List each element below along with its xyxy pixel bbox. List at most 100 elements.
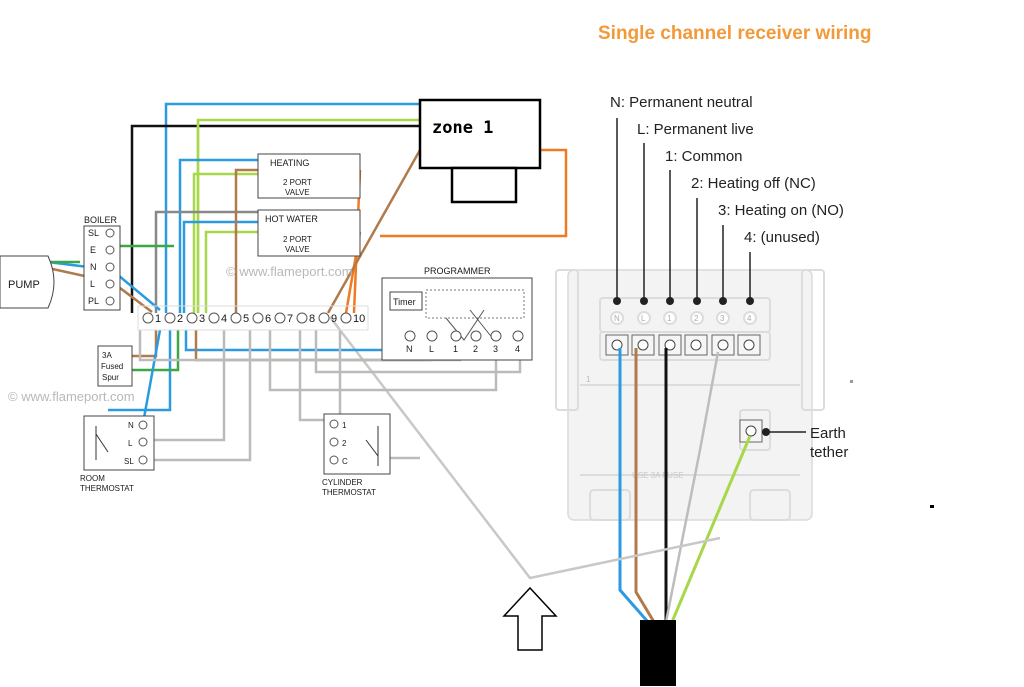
junction-terminal-3: 3 [186, 312, 205, 325]
receiver-label-l: L: Permanent live [637, 121, 754, 138]
pump: PUMP [0, 255, 55, 309]
svg-text:ROOM: ROOM [80, 474, 105, 483]
junction-terminal-6: 6 [252, 312, 271, 325]
programmer-timer: Timer [393, 297, 416, 307]
receiver-side-mark: 1 [586, 375, 591, 384]
svg-text:N: N [614, 314, 620, 323]
heating-valve-line1: 2 PORT [283, 178, 312, 187]
svg-text:3A: 3A [102, 351, 112, 360]
stray-mark-2 [930, 505, 934, 508]
junction-terminal-8: 8 [296, 312, 315, 325]
receiver-cable [618, 348, 752, 686]
receiver-fuse-text: USE 3A FUSE [632, 471, 684, 480]
cable-sheath [640, 620, 676, 686]
svg-text:2: 2 [177, 313, 183, 325]
up-arrow-icon [502, 586, 558, 651]
junction-terminal-10: 10 [340, 312, 365, 325]
svg-text:1: 1 [667, 314, 672, 323]
cylinder-thermostat-terminal-c: C [329, 455, 348, 466]
receiver-label-4: 4: (unused) [744, 229, 820, 246]
svg-text:N: N [90, 262, 97, 272]
svg-text:2: 2 [694, 314, 699, 323]
junction-terminal-9: 9 [318, 312, 337, 325]
svg-text:C: C [342, 457, 348, 466]
svg-text:2: 2 [473, 344, 478, 354]
room-thermostat: N L SL ROOM THERMOSTAT [80, 415, 155, 493]
receiver-label-3: 3: Heating on (NO) [718, 202, 844, 219]
receiver-mark-2: 2 [690, 311, 704, 325]
svg-text:N: N [128, 421, 134, 430]
zone-1-box: zone 1 [418, 98, 542, 204]
receiver-mark-3: 3 [716, 311, 730, 325]
junction-terminal-1: 1 [142, 312, 161, 325]
svg-text:3: 3 [720, 314, 725, 323]
room-thermostat-terminal-l: L [128, 437, 148, 448]
hot-water-valve: HOT WATER 2 PORT VALVE [257, 209, 361, 257]
svg-text:L: L [641, 314, 646, 323]
svg-text:1: 1 [342, 421, 347, 430]
heating-valve-line2: VALVE [285, 188, 310, 197]
watermark-1: © www.flameport.com [226, 264, 353, 279]
receiver-mark-1: 1 [663, 311, 677, 325]
switched-live-wire [329, 316, 721, 580]
receiver-mark-4: 4 [743, 311, 757, 325]
receiver-label-n: N: Permanent neutral [610, 94, 753, 111]
svg-text:THERMOSTAT: THERMOSTAT [80, 484, 134, 493]
svg-text:6: 6 [265, 313, 271, 325]
svg-text:1: 1 [453, 344, 458, 354]
receiver-screw-terminals [605, 334, 763, 443]
svg-text:4: 4 [515, 344, 520, 354]
programmer-terminal-l: L [426, 330, 438, 354]
cylinder-thermostat-terminal-1: 1 [329, 419, 347, 430]
zone-1-label: zone 1 [432, 118, 493, 138]
svg-text:SL: SL [88, 228, 99, 238]
diagram-title: Single channel receiver wiring [598, 23, 872, 44]
heating-valve-title: HEATING [270, 158, 309, 168]
fused-spur: 3A Fused Spur [97, 345, 133, 387]
svg-text:4: 4 [221, 313, 227, 325]
svg-text:7: 7 [287, 313, 293, 325]
programmer-terminal-3: 3 [490, 330, 502, 354]
svg-text:SL: SL [124, 457, 134, 466]
junction-terminal-7: 7 [274, 312, 293, 325]
junction-terminal-5: 5 [230, 312, 249, 325]
receiver-mark-n: N [610, 311, 624, 325]
svg-text:1: 1 [155, 313, 161, 325]
svg-text:N: N [406, 344, 413, 354]
receiver-label-2: 2: Heating off (NC) [691, 175, 816, 192]
svg-text:3: 3 [199, 313, 205, 325]
programmer-heading: PROGRAMMER [424, 266, 491, 276]
cylinder-thermostat: 1 2 C CYLINDER THERMOSTAT [322, 413, 391, 497]
svg-text:2: 2 [342, 439, 347, 448]
programmer-terminal-4: 4 [512, 330, 524, 354]
receiver-backplate: USE 3A FUSE 1 [555, 269, 825, 521]
junction-box: 1 2 3 4 5 6 7 8 9 10 [137, 305, 369, 331]
room-thermostat-terminal-sl: SL [124, 455, 148, 466]
receiver-terminal-marks: N L 1 2 3 4 [610, 311, 757, 325]
svg-text:CYLINDER: CYLINDER [322, 478, 363, 487]
svg-text:Fused: Fused [101, 362, 123, 371]
receiver-mark-l: L [637, 311, 651, 325]
hot-water-valve-line1: 2 PORT [283, 235, 312, 244]
svg-text:E: E [90, 245, 96, 255]
heating-valve: HEATING 2 PORT VALVE [257, 153, 361, 199]
hot-water-valve-title: HOT WATER [265, 214, 318, 224]
svg-text:3: 3 [493, 344, 498, 354]
boiler: BOILER SL E N L PL [83, 215, 121, 311]
receiver-callout-lines [616, 118, 806, 433]
watermark-2: © www.flameport.com [8, 389, 135, 404]
receiver-callout-dots [613, 297, 770, 436]
programmer: PROGRAMMER Timer N L 1 2 3 4 [381, 266, 533, 361]
hot-water-valve-line2: VALVE [285, 245, 310, 254]
svg-text:10: 10 [353, 313, 365, 325]
stray-mark-1 [850, 380, 853, 383]
programmer-terminal-n: N [404, 330, 416, 354]
svg-text:8: 8 [309, 313, 315, 325]
room-thermostat-terminal-n: N [128, 420, 148, 430]
boiler-heading: BOILER [84, 215, 118, 225]
programmer-terminal-1: 1 [450, 330, 462, 354]
junction-terminal-2: 2 [164, 312, 183, 325]
pump-label: PUMP [8, 279, 40, 291]
svg-text:L: L [128, 439, 133, 448]
